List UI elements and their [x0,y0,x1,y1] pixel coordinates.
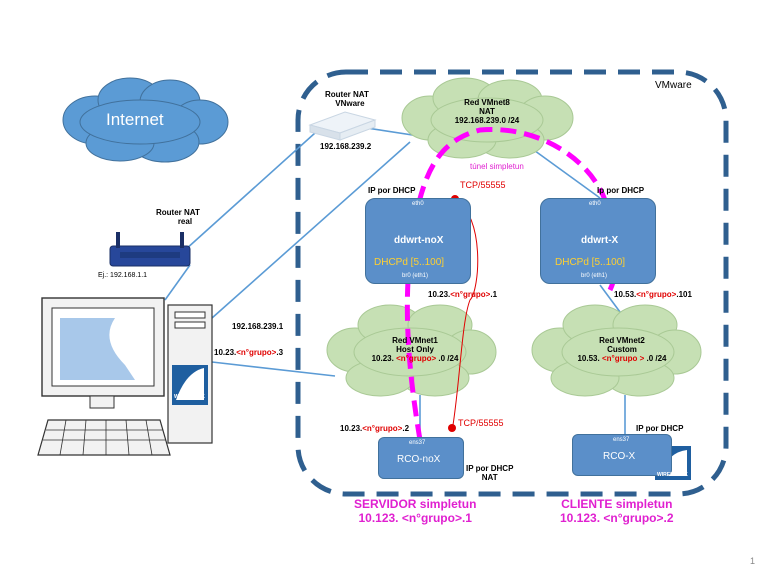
nox-ip-grupo: <n°grupo> [450,290,491,299]
rco-nox-dhcp-line1: IP por DHCP [466,464,514,473]
vmnet8-line2: NAT [479,107,495,116]
cliente-label: CLIENTE simpletun 10.123. <n°grupo>.2 [560,497,674,525]
vmnet8-line1: Red VMnet8 [464,98,510,107]
router-nat-real-label: Router NAT real [156,208,200,226]
vmnet2-line3-suffix: .0 /24 [644,354,667,363]
ddwrt-nox-dhcp: DHCPd [5..100] [374,257,445,268]
x-ip-suffix: .101 [676,290,692,299]
ddwrt-x-box[interactable]: eth0 ddwrt-X DHCPd [5..100] br0 (eth1) [540,198,656,284]
servidor-line2: 10.123. <n°grupo>.1 [358,511,472,525]
vmnet8-cloud [401,77,574,159]
rco-nox-ip: 10.23.<n°grupo>.2 [340,424,409,433]
vmnet1-line3-grupo: <n°grupo> [396,354,437,363]
rco-x-dhcp: IP por DHCP [636,424,684,433]
tcp-bottom-label: TCP/55555 [458,418,504,428]
rco-nox-ip-prefix: 10.23. [340,424,363,433]
rco-nox-box[interactable]: ens37 RCO-noX [378,437,464,479]
vmnet1-line3-suffix: .0 /24 [436,354,459,363]
ip-dhcp-right-label: Ip por DHCP [597,186,645,195]
vmnet1-label: Red VMnet1 Host Only 10.23. <n°grupo> .0… [370,336,460,363]
ddwrt-x-title: ddwrt-X [581,235,619,246]
pc-monitor [37,297,171,456]
wireshark-tower-label: WIRESHARK [174,394,205,400]
pc-ip2-suffix: .3 [276,348,284,357]
router-nat-vmware-line1: Router NAT [325,90,369,99]
ddwrt-x-dhcp: DHCPd [5..100] [555,257,626,268]
router-nat-real-line2: real [177,217,193,226]
vmnet2-line3-grupo: <n°grupo > [601,354,645,363]
vmnet2-cloud [531,304,702,397]
vmnet2-label: Red VMnet2 Custom 10.53. <n°grupo > .0 /… [574,336,670,363]
nox-ip-prefix: 10.23. [428,290,451,299]
vmnet1-line2: Host Only [396,345,434,354]
pc-tower [167,304,213,444]
ddwrt-nox-title: ddwrt-noX [394,235,444,246]
page-number: 1 [750,556,756,566]
x-ip-grupo: <n°grupo> [636,290,677,299]
rco-x-eth: ens37 [613,437,630,443]
ip-dhcp-left-label: IP por DHCP [368,186,416,195]
router-nat-vmware-line2: VNware [335,99,365,108]
ddwrt-x-eth: eth0 [589,201,601,207]
router-nat-vmware-label: Router NAT VNware [325,90,369,108]
vmnet1-cloud [326,304,497,397]
rco-nox-eth: ens37 [409,440,426,446]
vmware-frame [295,69,729,497]
x-ip: 10.53.<n°grupo>.101 [614,290,692,299]
servidor-label: SERVIDOR simpletun 10.123. <n°grupo>.1 [354,497,476,525]
pc-ip2-prefix: 10.23. [214,348,237,357]
servidor-line1: SERVIDOR simpletun [354,497,477,511]
vmnet2-line2: Custom [607,345,637,354]
tunnel-label: túnel simpletun [470,162,524,171]
rco-x-title: RCO-X [603,451,636,462]
router-nat-vmware-ip: 192.168.239.2 [320,142,372,151]
ddwrt-nox-box[interactable]: eth0 ddwrt-noX DHCPd [5..100] br0 (eth1) [365,198,471,284]
vmnet2-line1: Red VMnet2 [599,336,645,345]
vmnet1-line1: Red VMnet1 [392,336,438,345]
rco-nox-title: RCO-noX [397,454,441,465]
vmnet2-line3-prefix: 10.53. [577,354,602,363]
ddwrt-nox-eth: eth0 [412,201,424,207]
ddwrt-x-br: br0 (eth1) [581,273,608,279]
nox-ip-suffix: .1 [490,290,498,299]
router-real-icon [109,232,191,267]
rco-nox-ip-grupo: <n°grupo> [362,424,403,433]
x-ip-prefix: 10.53. [614,290,637,299]
rco-x-box[interactable]: ens37 RCO-X [572,434,672,476]
rco-nox-dhcp-line2: NAT [481,473,498,482]
vmware-label: VMware [655,80,692,91]
internet-cloud [62,77,229,163]
cliente-line1: CLIENTE simpletun [561,497,673,511]
tcp-loop [452,199,479,426]
pc-ip2: 10.23.<n°grupo>.3 [214,348,283,357]
vmnet1-line3-prefix: 10.23. [371,354,397,363]
router-nat-real-ip: Ej.: 192.168.1.1 [98,272,148,279]
pc-ip1: 192.168.239.1 [232,322,284,331]
tcp-top-label: TCP/55555 [460,180,506,190]
vmnet8-line3: 192.168.239.0 /24 [454,116,520,125]
wireshark-rco-label: WIRESHARK [657,472,688,478]
vmnet8-label: Red VMnet8 NAT 192.168.239.0 /24 [452,98,522,125]
rco-nox-dhcp: IP por DHCP NAT [466,464,513,482]
cliente-line2: 10.123. <n°grupo>.2 [560,511,674,525]
router-vmware-icon [308,111,377,141]
internet-label: Internet [106,110,164,129]
nox-ip: 10.23.<n°grupo>.1 [428,290,497,299]
tcp-dot-bottom [448,424,456,432]
rco-nox-ip-suffix: .2 [402,424,410,433]
pc-ip2-grupo: <n°grupo> [236,348,277,357]
ddwrt-nox-br: br0 (eth1) [402,273,429,279]
router-nat-real-line1: Router NAT [156,208,200,217]
